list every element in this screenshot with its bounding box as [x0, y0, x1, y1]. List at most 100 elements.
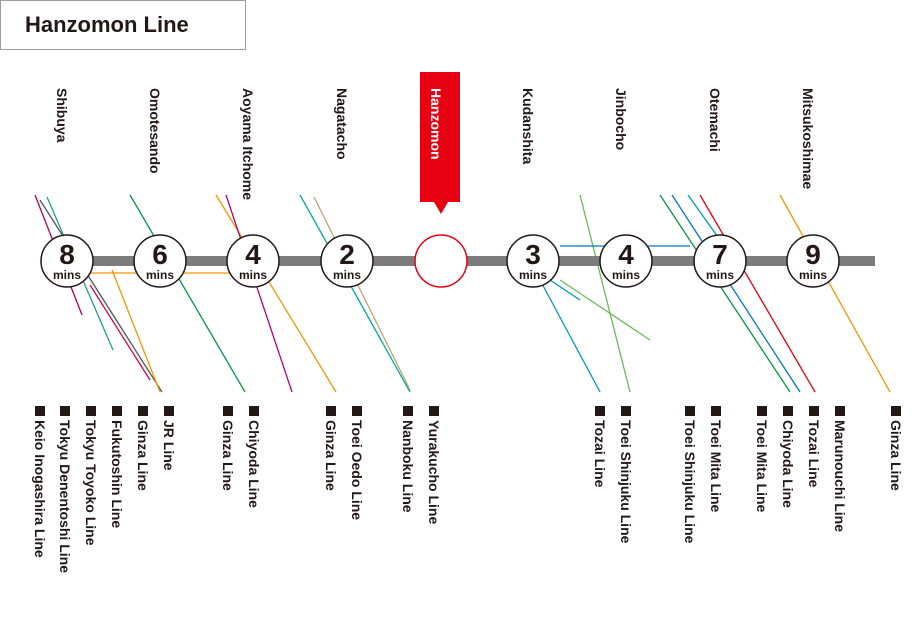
minutes-value: 8 [59, 239, 75, 270]
minutes-unit: mins [333, 268, 361, 282]
square-bullet-icon [138, 406, 148, 416]
minutes-value: 6 [152, 239, 168, 270]
transfer-label-text: Ginza Line [135, 420, 151, 491]
transfer-label-text: Marunouchi Line [832, 420, 848, 532]
square-bullet-icon [595, 406, 605, 416]
station-circle [506, 234, 560, 288]
transfer-line-tokyu-toyoko-line [89, 284, 151, 381]
square-bullet-icon [326, 406, 336, 416]
minutes-value: 3 [525, 239, 541, 270]
transfer-label-text: Tokyu Toyoko Line [83, 420, 99, 546]
transfer-line-chiyoda-line [659, 194, 791, 393]
square-bullet-icon [249, 406, 259, 416]
minutes-value: 9 [805, 239, 821, 270]
square-bullet-icon [35, 406, 45, 416]
transfer-label-text: Yurakucho Line [426, 420, 442, 524]
transfer-label-toei-oedo-line: Toei Oedo Line [349, 406, 365, 520]
transfer-label-text: Tozai Line [806, 420, 822, 488]
square-bullet-icon [621, 406, 631, 416]
transfer-line-toei-mita-line [671, 194, 801, 393]
minutes-unit: mins [239, 268, 267, 282]
transfer-line-yurakucho-line [313, 196, 411, 391]
station-name-label: Aoyama Itchome [240, 88, 256, 200]
transfer-label-tokyu-toyoko-line: Tokyu Toyoko Line [83, 406, 99, 546]
station-name-label: Kudanshita [520, 88, 536, 164]
transfer-label-marunouchi-line: Marunouchi Line [832, 406, 848, 532]
transfer-label-text: Tokyu Denentoshi Line [57, 420, 73, 573]
square-bullet-icon [403, 406, 413, 416]
transfer-line-toei-oedo-line [225, 194, 293, 393]
pointer-icon [434, 202, 448, 214]
station-hanzomon[interactable]: Hanzomon [414, 72, 468, 288]
minutes-unit: mins [612, 268, 640, 282]
transfer-line-tozai-line [539, 279, 601, 393]
transfer-label-text: Tozai Line [592, 420, 608, 488]
square-bullet-icon [685, 406, 695, 416]
transfer-label-text: Toei Mita Line [708, 420, 724, 513]
station-circle [320, 234, 374, 288]
station-circle [133, 234, 187, 288]
transfer-label-tozai-line: Tozai Line [592, 406, 608, 488]
transfer-label-text: Toei Shinjuku Line [618, 420, 634, 544]
square-bullet-icon [112, 406, 122, 416]
square-bullet-icon [223, 406, 233, 416]
transfer-line-ginza-line [111, 269, 161, 393]
transfer-label-text: Toei Oedo Line [349, 420, 365, 520]
transfer-label-fukutoshin-line: Fukutoshin Line [109, 406, 125, 528]
square-bullet-icon [891, 406, 901, 416]
station-circle [599, 234, 653, 288]
transfer-label-tozai-line: Tozai Line [806, 406, 822, 488]
transfer-lines [34, 194, 891, 393]
current-station-marker [420, 72, 460, 202]
square-bullet-icon [60, 406, 70, 416]
square-bullet-icon [429, 406, 439, 416]
transfer-label-ginza-line: Ginza Line [888, 406, 904, 491]
square-bullet-icon [809, 406, 819, 416]
minutes-unit: mins [146, 268, 174, 282]
transfer-line-nanboku-line [299, 194, 411, 393]
transfer-line-toei-shinjuku-line [579, 194, 631, 393]
transfer-label-ginza-line: Ginza Line [135, 406, 151, 491]
station-circle [693, 234, 747, 288]
square-bullet-icon [757, 406, 767, 416]
transfer-line-tozai-line [549, 279, 581, 301]
transfer-label-text: Chiyoda Line [780, 420, 796, 508]
minutes-value: 2 [339, 239, 355, 270]
minutes-unit: mins [799, 268, 827, 282]
transfer-label-text: Toei Mita Line [754, 420, 770, 513]
transfer-line-ginza-line [779, 194, 891, 393]
transfer-line-toei-shinjuku-line [559, 279, 651, 341]
transfer-label-text: Ginza Line [888, 420, 904, 491]
transfer-label-text: Toei Shinjuku Line [682, 420, 698, 544]
minutes-value: 4 [245, 239, 261, 270]
station-name-label: Mitsukoshimae [800, 88, 816, 189]
station-circle [786, 234, 840, 288]
transfer-label-text: Nanboku Line [400, 420, 416, 513]
minutes-value: 7 [712, 239, 728, 270]
square-bullet-icon [783, 406, 793, 416]
station-circle [40, 234, 94, 288]
transfer-label-toei-shinjuku-line: Toei Shinjuku Line [682, 406, 698, 544]
station-name-label: Shibuya [54, 88, 70, 143]
transfer-label-chiyoda-line: Chiyoda Line [246, 406, 262, 508]
transfer-label-toei-mita-line: Toei Mita Line [754, 406, 770, 513]
transfer-label-text: Keio Inogashira Line [32, 420, 48, 558]
transfer-label-text: JR Line [161, 420, 177, 471]
transfer-label-ginza-line: Ginza Line [220, 406, 236, 491]
transfer-label-ginza-line: Ginza Line [323, 406, 339, 491]
transfer-label-yurakucho-line: Yurakucho Line [426, 406, 442, 524]
minutes-unit: mins [706, 268, 734, 282]
station-name-label: Jinbocho [613, 88, 629, 150]
square-bullet-icon [352, 406, 362, 416]
current-station-circle [414, 234, 468, 288]
station-name-label: Nagatacho [334, 88, 350, 160]
